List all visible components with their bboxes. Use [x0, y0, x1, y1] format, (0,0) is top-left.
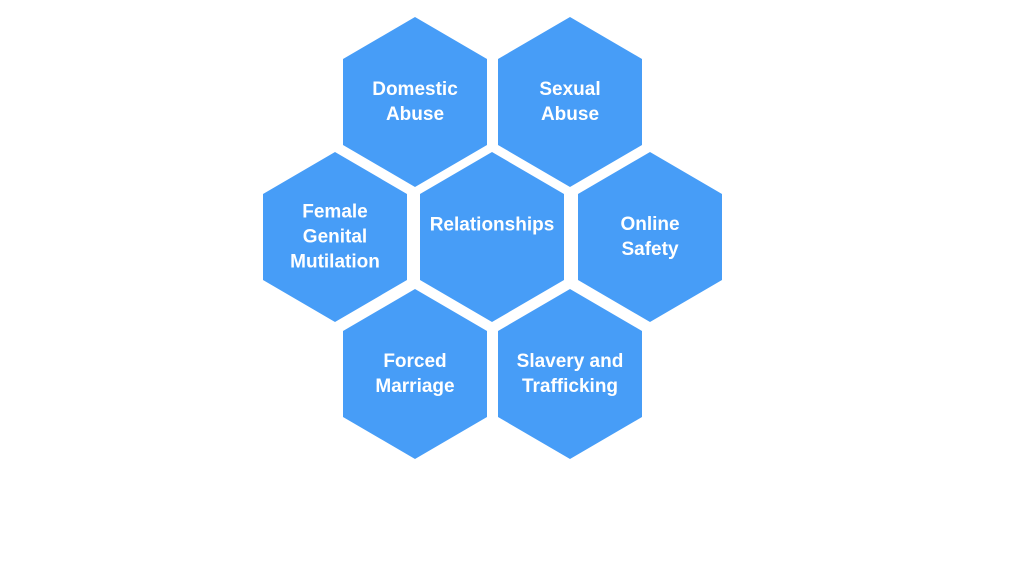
hex-label-relationships: Relationships	[417, 213, 567, 238]
label-line: Safety	[621, 239, 679, 260]
hex-label-sexual-abuse: Sexual Abuse	[500, 77, 640, 127]
label-line: Abuse	[540, 104, 600, 125]
hexagon-female-genital-mutilation	[263, 152, 407, 322]
hexagon-online-safety	[578, 152, 722, 322]
label-line: Female	[302, 201, 368, 223]
hex-label-slavery-and-trafficking: Slavery and Trafficking	[500, 349, 640, 399]
label-line: Marriage	[375, 376, 455, 397]
hex-label-domestic-abuse: Domestic Abuse	[345, 77, 485, 127]
label-line: Mutilation	[290, 251, 380, 273]
label-line: Sexual	[539, 79, 601, 100]
hex-label-online-safety: Online Safety	[580, 212, 720, 262]
label-line: Online	[620, 214, 680, 235]
hex-label-female-genital-mutilation: Female Genital Mutilation	[265, 200, 405, 275]
hexagon-slavery-and-trafficking	[498, 289, 642, 459]
label-line: Trafficking	[521, 376, 619, 397]
hexagon-forced-marriage	[343, 289, 487, 459]
label-line: Forced	[383, 351, 447, 372]
label-line: Slavery and	[516, 351, 624, 372]
label-line: Domestic	[372, 79, 458, 100]
label-line: Genital	[302, 226, 368, 248]
hexagon-domestic-abuse	[343, 17, 487, 187]
label-line: Abuse	[385, 104, 445, 125]
hexagon-relationships	[420, 152, 564, 322]
label-line: Relationships	[429, 214, 555, 236]
hex-label-forced-marriage: Forced Marriage	[345, 349, 485, 399]
hexagon-sexual-abuse	[498, 17, 642, 187]
